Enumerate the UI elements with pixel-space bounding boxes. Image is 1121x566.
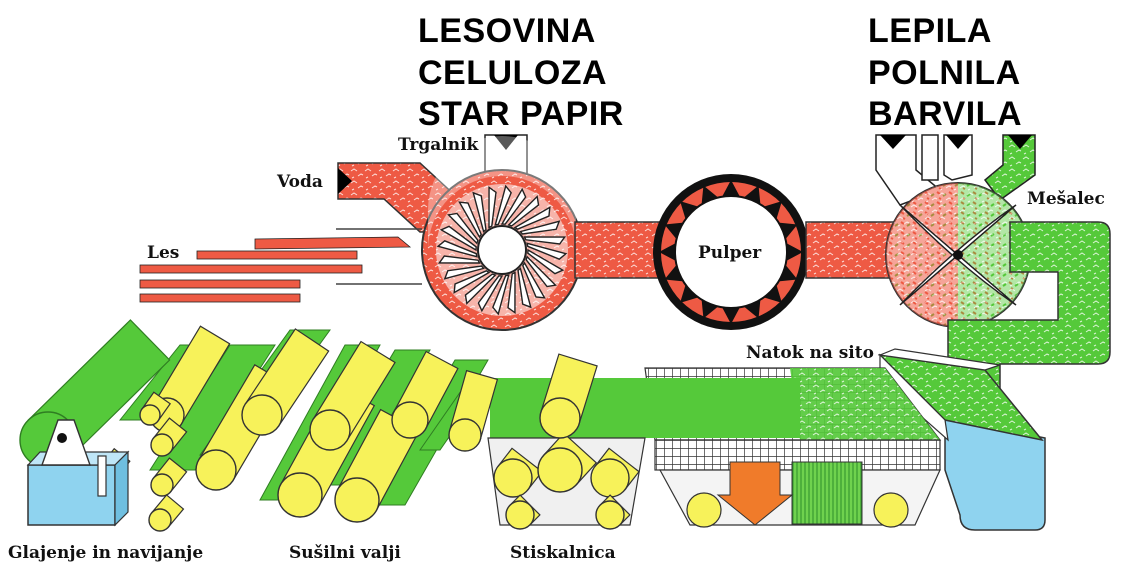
label-pulper: Pulper [698, 243, 762, 263]
materials-heading: LESOVINA CELULOZA STAR PAPIR [418, 12, 624, 133]
additives-heading: LEPILA POLNILA BARVILA [868, 12, 1022, 133]
label-natok-na-sito: Natok na sito [746, 343, 874, 363]
heading-lepila: LEPILA [868, 12, 992, 50]
label-susilni-valji: Sušilni valji [289, 543, 401, 563]
wood-logs [140, 237, 410, 302]
heading-polnila: POLNILA [868, 54, 1021, 92]
heading-lesovina: LESOVINA [418, 12, 596, 50]
grinder [422, 135, 582, 330]
label-stiskalnica: Stiskalnica [510, 543, 616, 563]
label-glajenje-in-navijanje: Glajenje in navijanje [8, 543, 203, 563]
label-voda: Voda [276, 172, 323, 192]
label-mesalec: Mešalec [1027, 189, 1105, 209]
heading-barvila: BARVILA [868, 95, 1022, 133]
heading-star-papir: STAR PAPIR [418, 95, 624, 133]
paper-web [490, 378, 800, 438]
heading-celuloza: CELULOZA [418, 54, 607, 92]
guide-roll [149, 495, 183, 531]
label-les: Les [147, 243, 179, 263]
pipe-pulper-mixer [806, 222, 896, 278]
label-trgalnik: Trgalnik [398, 135, 480, 155]
